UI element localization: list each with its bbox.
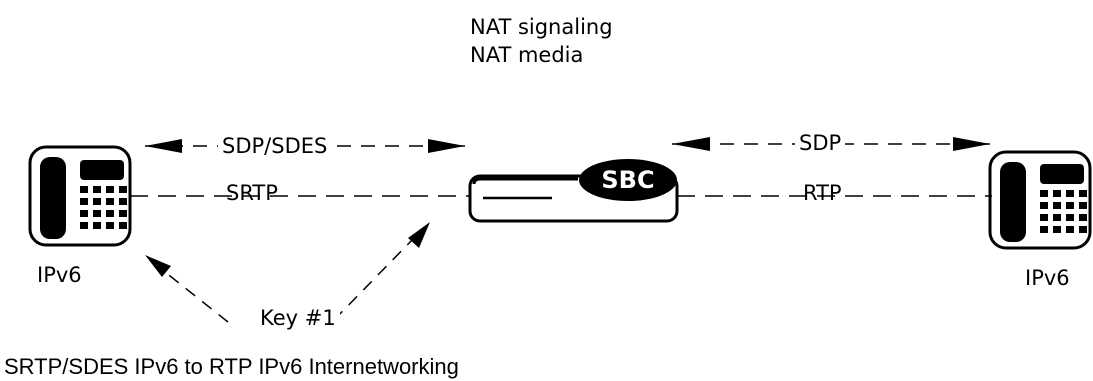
right-signaling-arrow [672,137,990,151]
nat-signaling-note: NAT signaling [470,15,613,39]
key-exchange-arrow-left [145,255,229,323]
left-endpoint-label: IPv6 [37,263,82,287]
diagram-caption: SRTP/SDES IPv6 to RTP IPv6 Internetworki… [4,354,459,379]
sbc-device-icon [468,159,679,223]
left-media-label: SRTP [226,181,278,205]
nat-media-note: NAT media [470,43,584,67]
right-media-label: RTP [803,181,842,205]
left-phone-icon [28,145,132,247]
right-signaling-label: SDP [795,131,846,155]
left-signaling-label: SDP/SDES [218,134,332,158]
right-phone-icon [988,150,1092,250]
key-exchange-arrow-right [333,222,430,321]
left-signaling-arrow [145,139,465,153]
right-endpoint-label: IPv6 [1025,266,1070,290]
sbc-badge: SBC [601,166,655,194]
key-label: Key #1 [256,306,340,330]
